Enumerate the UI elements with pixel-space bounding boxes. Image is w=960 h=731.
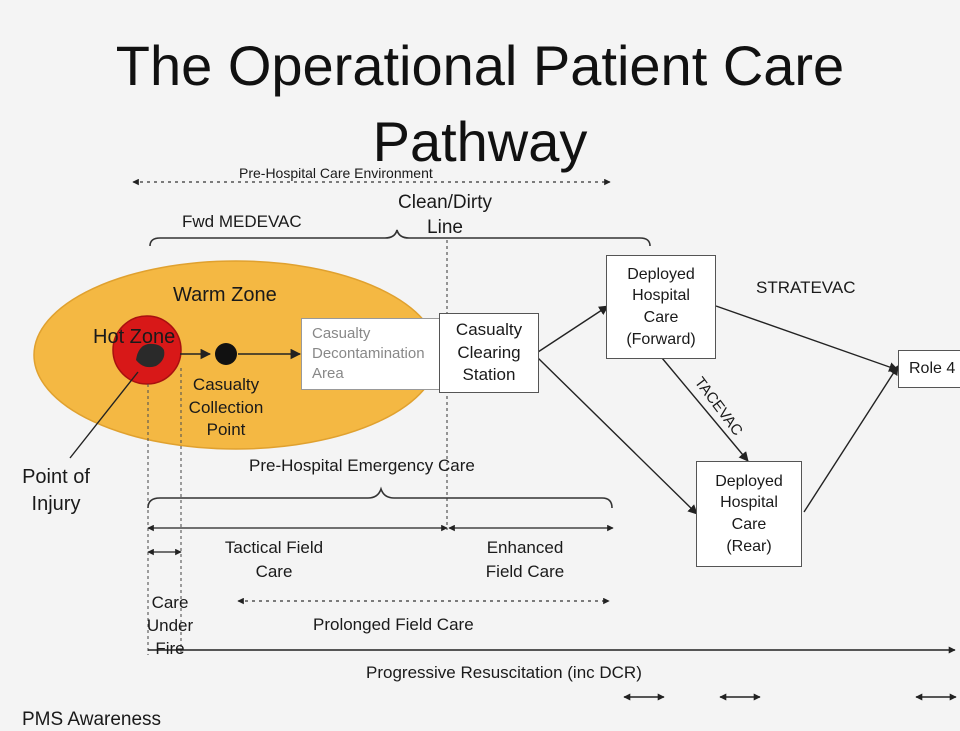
- progressive-resuscitation-label: Progressive Resuscitation (inc DCR): [366, 663, 642, 682]
- prolonged-field-care-label: Prolonged Field Care: [313, 615, 474, 634]
- casualty-collection-point-dot: [215, 343, 237, 365]
- warm-zone-label: Warm Zone: [173, 284, 277, 306]
- point-of-injury-leader: [69, 371, 139, 459]
- deployed-hospital-forward-box: Deployed Hospital Care (Forward): [606, 255, 716, 359]
- stratevac-label: STRATEVAC: [756, 278, 856, 297]
- stratevac-forward-arrow: [715, 305, 899, 372]
- hot-zone-label: Hot Zone: [93, 326, 176, 348]
- casualty-collection-point-label: Casualty Collection Point: [188, 375, 264, 440]
- point-of-injury-label: Point of Injury: [22, 466, 90, 515]
- pre-hospital-emergency-care-label: Pre-Hospital Emergency Care: [249, 456, 475, 475]
- casualty-decon-area-box: Casualty Decontamination Area: [301, 318, 441, 390]
- deployed-hospital-rear-box: Deployed Hospital Care (Rear): [696, 461, 802, 567]
- casualty-clearing-station-box: Casualty Clearing Station: [439, 313, 539, 393]
- rear-to-role4-arrow: [803, 365, 899, 513]
- page-title-line2: Pathway: [372, 110, 588, 173]
- pre-hospital-env-label: Pre-Hospital Care Environment: [239, 165, 433, 181]
- care-under-fire-label: Care Under Fire: [146, 593, 194, 658]
- role-4-box: Role 4: [898, 350, 960, 388]
- fwd-medevac-label: Fwd MEDEVAC: [182, 212, 302, 231]
- casualty-blob: [136, 343, 165, 368]
- enhanced-field-care-label: Enhanced Field Care: [485, 538, 565, 581]
- tactical-field-care-label: Tactical Field Care: [224, 538, 324, 581]
- ccs-to-rear-arrow: [537, 357, 698, 515]
- clean-dirty-line-label: Clean/Dirty Line: [398, 192, 492, 238]
- tacevac-arrow: [661, 357, 749, 462]
- page-title-line1: The Operational Patient Care: [115, 34, 845, 97]
- pre-hospital-emergency-brace: [147, 486, 613, 509]
- fwd-medevac-brace: [149, 229, 651, 247]
- ccs-to-forward-arrow: [537, 305, 609, 353]
